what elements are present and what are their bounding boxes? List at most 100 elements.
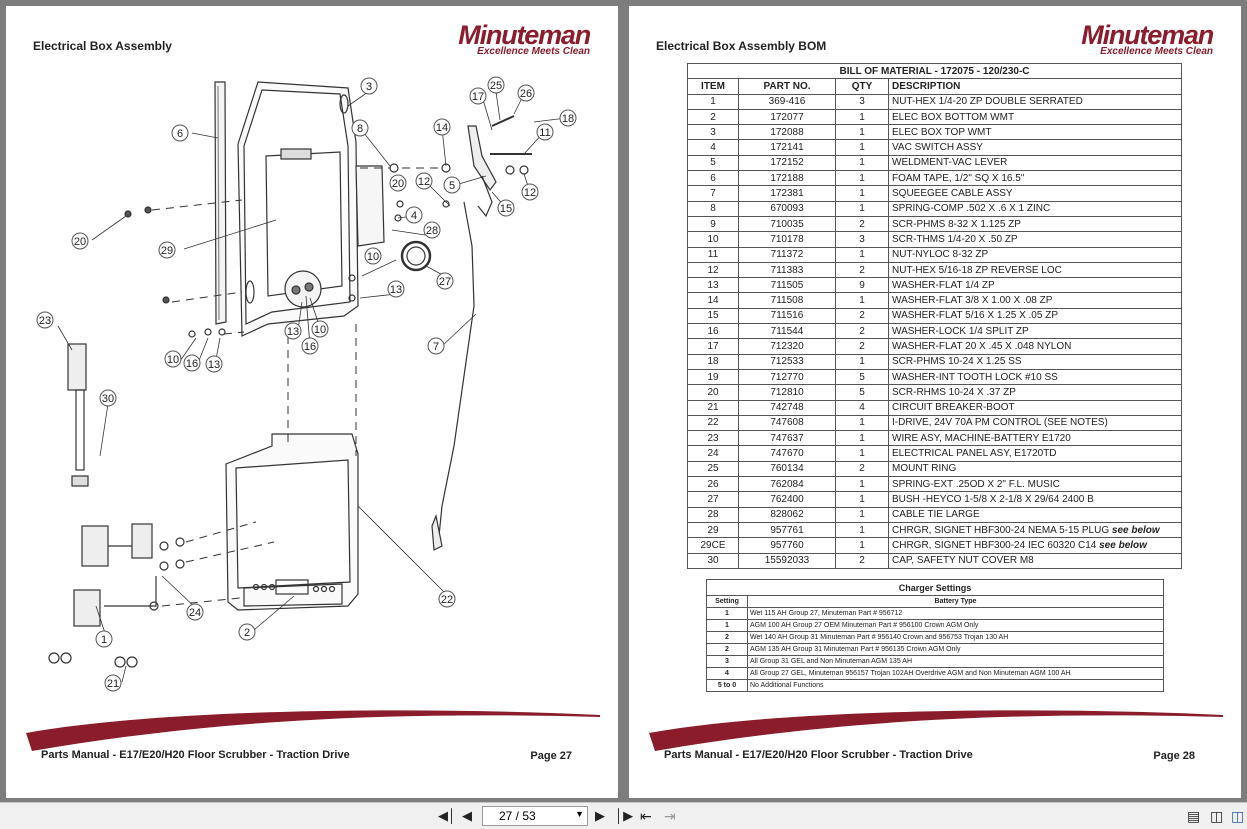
col-header: Battery Type	[747, 595, 1164, 608]
description-cell: WASHER-INT TOOTH LOCK #10 SS	[888, 368, 1182, 386]
part-no-cell: 172088	[738, 124, 836, 141]
part-no-cell: 747637	[738, 430, 836, 447]
part-no-cell: 15592033	[738, 552, 836, 569]
item-cell: 16	[687, 323, 739, 340]
part-no-cell: 369-416	[738, 93, 836, 110]
qty-cell: 1	[835, 506, 889, 523]
first-page-icon[interactable]: ◀│	[438, 808, 457, 823]
dropdown-icon[interactable]: ▼	[575, 809, 584, 819]
part-no-cell: 711505	[738, 277, 836, 294]
description-cell: BUSH -HEYCO 1-5/8 X 2-1/8 X 29/64 2400 B	[888, 491, 1182, 508]
part-no-cell: 742748	[738, 399, 836, 416]
item-cell: 7	[687, 185, 739, 202]
callout: 22	[441, 594, 453, 606]
col-header: QTY	[835, 78, 889, 95]
description-cell: CHRGR, SIGNET HBF300-24 NEMA 5-15 PLUG s…	[888, 521, 1182, 539]
item-cell: 23	[687, 430, 739, 447]
callout: 1	[101, 634, 107, 646]
qty-cell: 1	[835, 200, 889, 217]
footer-text: Parts Manual - E17/E20/H20 Floor Scrubbe…	[41, 749, 350, 761]
description-text: CIRCUIT BREAKER-BOOT	[892, 402, 1015, 414]
callout: 10	[167, 354, 179, 366]
viewer-toolbar: ◀│ ◀ 27 / 53 ▼ ▶ │▶ ⇤ ⇥ ▤ ◫ ◫	[0, 802, 1247, 829]
description-cell: ELEC BOX BOTTOM WMT	[888, 108, 1182, 126]
page-number: Page 27	[530, 750, 572, 762]
description-text: SCR-PHMS 8-32 X 1.125 ZP	[892, 218, 1021, 230]
callout: 16	[304, 341, 316, 353]
setting-cell: 4	[706, 667, 748, 680]
qty-cell: 5	[835, 368, 889, 386]
description-text: NUT-NYLOC 8-32 ZP	[892, 249, 989, 261]
back-icon[interactable]: ⇤	[640, 808, 652, 824]
callout: 18	[562, 113, 574, 125]
part-no-cell: 747670	[738, 445, 836, 462]
qty-cell: 2	[835, 552, 889, 569]
last-page-icon[interactable]: │▶	[615, 808, 634, 823]
part-no-cell: 710178	[738, 231, 836, 248]
description-text: WASHER-FLAT 1/4 ZP	[892, 279, 995, 291]
two-page-icon[interactable]: ◫	[1231, 808, 1245, 824]
item-cell: 13	[687, 277, 739, 294]
item-cell: 15	[687, 307, 739, 325]
description-text: CHRGR, SIGNET HBF300-24 IEC 60320 C14	[892, 539, 1097, 551]
setting-cell: 2	[706, 643, 748, 656]
qty-cell: 1	[835, 154, 889, 172]
description-cell: SCR-PHMS 8-32 X 1.125 ZP	[888, 215, 1182, 233]
description-text: I-DRIVE, 24V 70A PM CONTROL (SEE NOTES)	[892, 417, 1108, 429]
callout: 13	[390, 284, 402, 296]
facing-pages-icon[interactable]: ◫	[1210, 808, 1224, 824]
callout: 3	[366, 81, 372, 93]
description-cell: NUT-NYLOC 8-32 ZP	[888, 246, 1182, 263]
part-no-cell: 172152	[738, 154, 836, 172]
item-cell: 1	[687, 93, 739, 110]
next-page-icon[interactable]: ▶	[595, 808, 605, 823]
qty-cell: 2	[835, 460, 889, 478]
qty-cell: 1	[835, 430, 889, 447]
part-no-cell: 670093	[738, 200, 836, 217]
item-cell: 28	[687, 506, 739, 523]
item-cell: 12	[687, 261, 739, 279]
description-cell: WASHER-FLAT 20 X .45 X .048 NYLON	[888, 338, 1182, 355]
page-select[interactable]: 27 / 53 ▼	[482, 806, 588, 826]
description-cell: ELEC BOX TOP WMT	[888, 124, 1182, 141]
col-header: DESCRIPTION	[888, 78, 1182, 95]
description-cell: SPRING-COMP .502 X .6 X 1 ZINC	[888, 200, 1182, 217]
description-text: CABLE TIE LARGE	[892, 509, 980, 521]
description-text: WASHER-INT TOOTH LOCK #10 SS	[892, 371, 1058, 383]
setting-cell: 1	[706, 607, 748, 620]
description-cell: ELECTRICAL PANEL ASY, E1720TD	[888, 445, 1182, 462]
logo-name: Minuteman	[458, 20, 591, 50]
single-page-icon[interactable]: ▤	[1187, 808, 1201, 824]
description-cell: WASHER-FLAT 3/8 X 1.00 X .08 ZP	[888, 292, 1182, 309]
qty-cell: 1	[835, 170, 889, 187]
callout: 15	[500, 203, 512, 215]
description-text: NUT-HEX 1/4-20 ZP DOUBLE SERRATED	[892, 96, 1083, 108]
callout: 10	[367, 251, 379, 263]
qty-cell: 1	[835, 537, 889, 554]
prev-page-icon[interactable]: ◀	[462, 808, 472, 823]
forward-icon[interactable]: ⇥	[664, 808, 676, 824]
item-cell: 19	[687, 368, 739, 386]
qty-cell: 3	[835, 231, 889, 248]
qty-cell: 2	[835, 215, 889, 233]
description-text: ELEC BOX TOP WMT	[892, 126, 992, 138]
callout: 5	[449, 180, 455, 192]
item-cell: 14	[687, 292, 739, 309]
setting-cell: 1	[706, 619, 748, 632]
item-cell: 4	[687, 139, 739, 156]
description-cell: WASHER-FLAT 1/4 ZP	[888, 277, 1182, 294]
